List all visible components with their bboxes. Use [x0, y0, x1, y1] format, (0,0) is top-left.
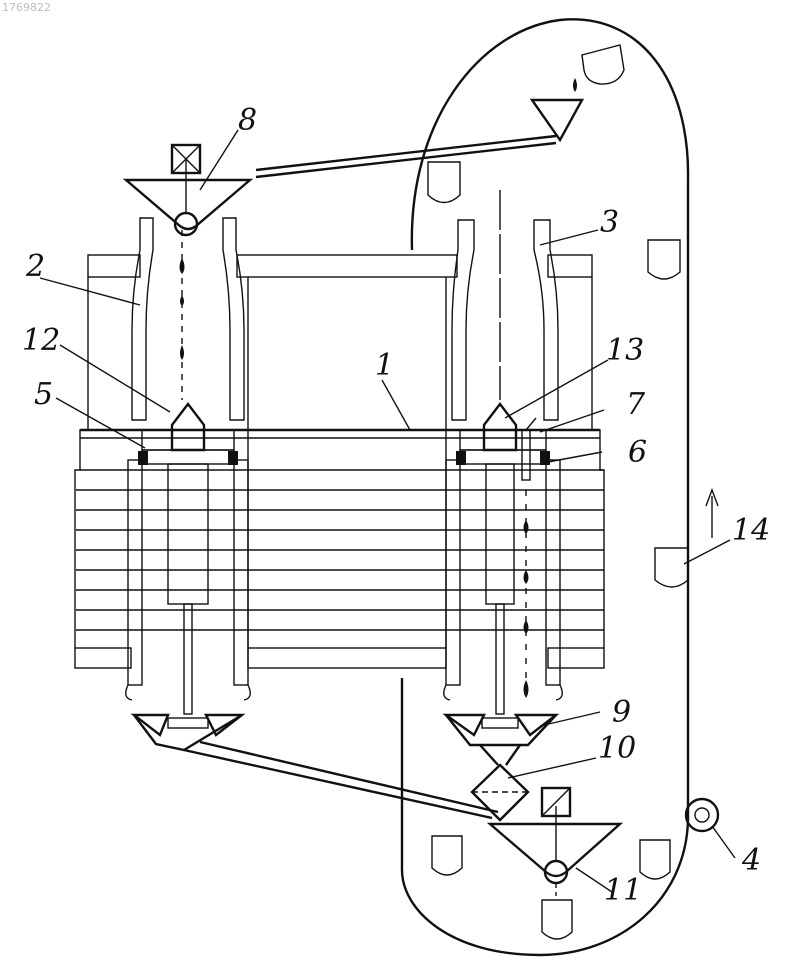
- label-11: 11: [604, 873, 642, 908]
- label-6: 6: [628, 435, 647, 470]
- upper-right-hopper: [532, 78, 582, 140]
- document-id: 1769822: [2, 1, 51, 14]
- label-10: 10: [598, 731, 636, 766]
- label-13: 13: [606, 333, 644, 368]
- label-2: 2: [25, 249, 45, 284]
- label-4: 4: [741, 843, 761, 878]
- left-nozzle: [126, 218, 251, 714]
- label-7: 7: [626, 387, 646, 422]
- body-frame: [75, 255, 604, 668]
- bottom-hopper: [490, 788, 620, 900]
- label-3: 3: [600, 205, 619, 240]
- label-14: 14: [732, 513, 770, 548]
- left-bottom-collector: [134, 715, 498, 818]
- label-8: 8: [238, 103, 257, 138]
- label-1: 1: [375, 348, 394, 383]
- label-9: 9: [612, 695, 631, 730]
- conveyor-loop: [402, 19, 688, 955]
- leader-lines: [40, 130, 735, 892]
- direction-arrow: [706, 490, 718, 538]
- label-5: 5: [34, 377, 53, 412]
- roller: [686, 799, 718, 831]
- right-nozzle: [444, 190, 563, 714]
- upper-chute: [256, 136, 556, 177]
- label-12: 12: [22, 323, 60, 358]
- left-hopper: [126, 145, 250, 235]
